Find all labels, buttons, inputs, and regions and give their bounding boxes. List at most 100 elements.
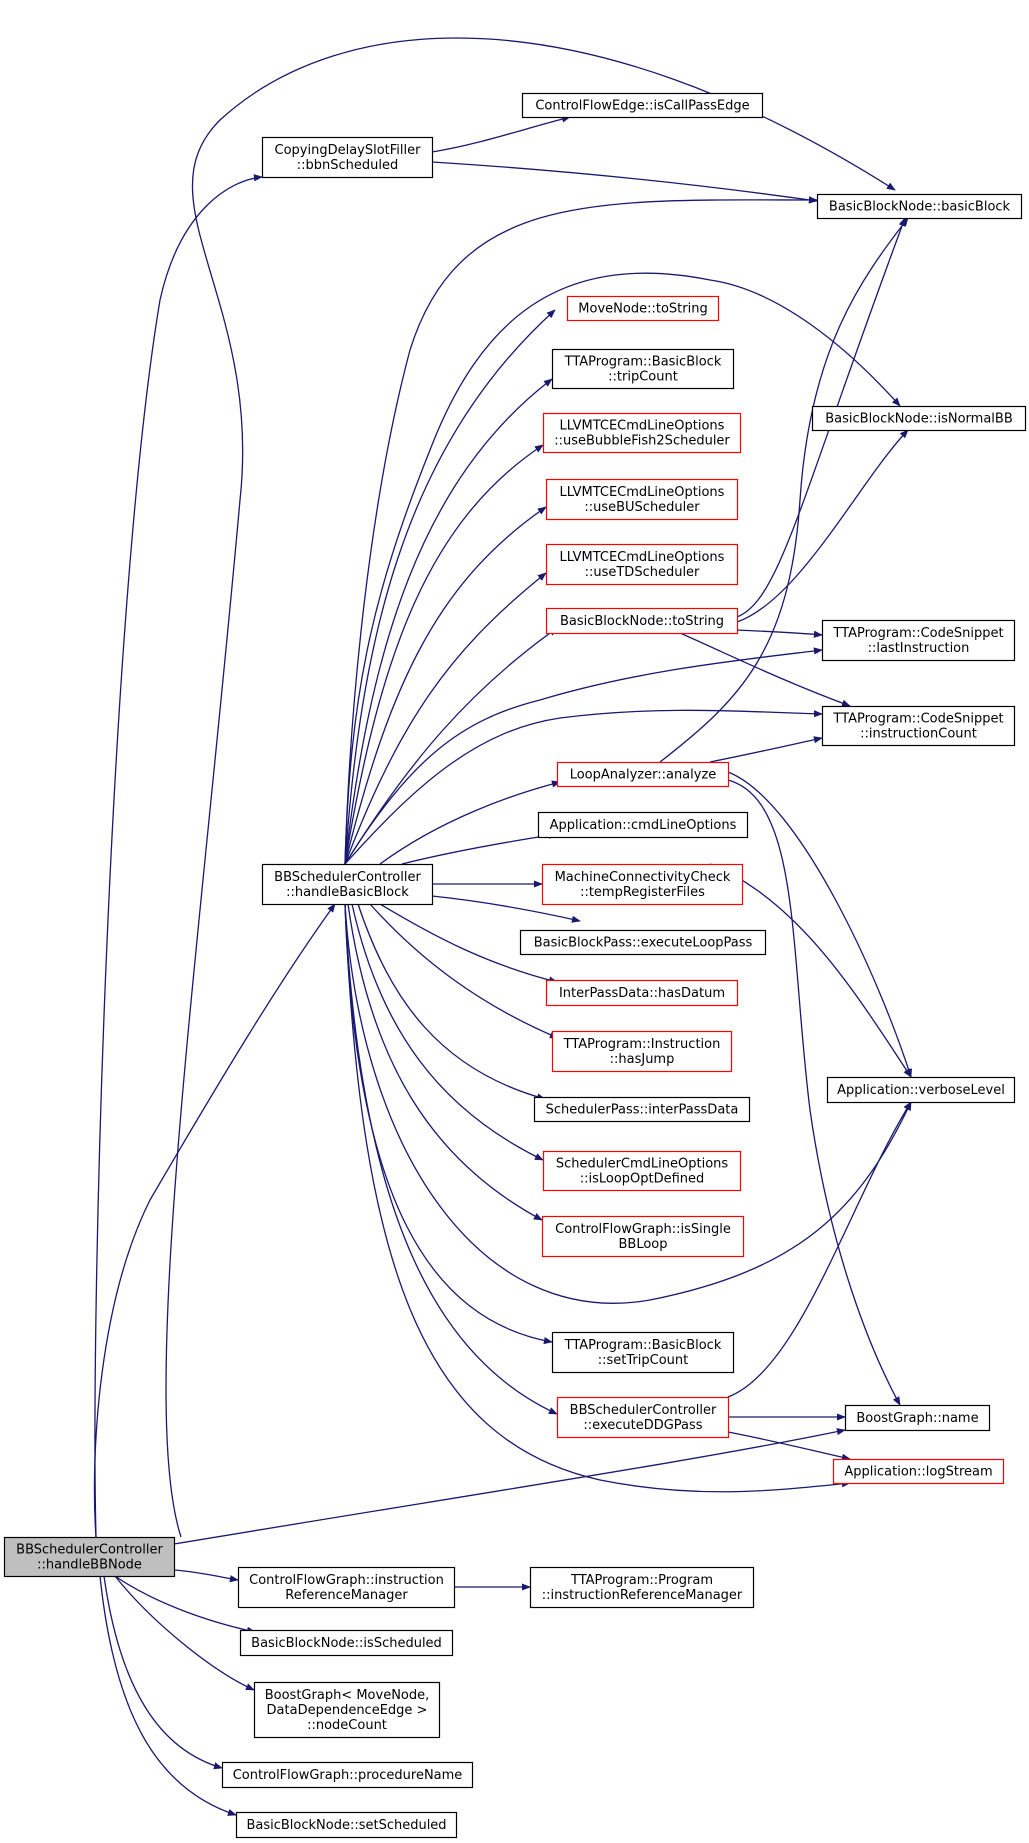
node-root[interactable]: BBSchedulerController::handleBBNode: [3, 1536, 176, 1578]
node-mn-tostring[interactable]: MoveNode::toString: [566, 295, 720, 322]
call-edge: [369, 903, 559, 1039]
node-app-logstream[interactable]: Application::logStream: [832, 1458, 1005, 1485]
node-tta-bb-tripcount[interactable]: TTAProgram::BasicBlock::tripCount: [551, 348, 735, 390]
call-edge: [114, 1575, 255, 1691]
node-app-verbose[interactable]: Application::verboseLevel: [826, 1076, 1016, 1104]
node-label: ::useBUScheduler: [584, 500, 700, 515]
node-ipd-hasdatum[interactable]: InterPassData::hasDatum: [545, 979, 739, 1007]
call-edge: [379, 903, 558, 984]
node-box: [541, 1215, 745, 1258]
node-label: ControlFlowGraph::procedureName: [233, 1768, 463, 1783]
node-llvm-bubble[interactable]: LLVMTCECmdLineOptions::useBubbleFish2Sch…: [542, 412, 742, 454]
node-label: Application::cmdLineOptions: [550, 818, 737, 833]
node-box: [3, 1536, 176, 1578]
call-edge: [727, 771, 912, 1078]
edges: [93, 37, 912, 1816]
node-label: BasicBlockNode::toString: [560, 614, 724, 629]
call-edge: [173, 1428, 846, 1545]
node-label: BasicBlockNode::isScheduled: [251, 1636, 442, 1651]
call-edge: [736, 429, 909, 623]
node-mcc-temp[interactable]: MachineConnectivityCheck::tempRegisterFi…: [541, 863, 744, 906]
node-cs-instrcount[interactable]: TTAProgram::CodeSnippet::instructionCoun…: [821, 705, 1016, 747]
call-edge: [431, 115, 571, 153]
call-edge: [344, 903, 912, 1304]
node-box: [821, 619, 1016, 662]
node-label: BoostGraph::name: [856, 1411, 978, 1426]
call-edge: [727, 779, 901, 1406]
node-label: ::tempRegisterFiles: [580, 885, 705, 900]
call-edge: [94, 174, 263, 1538]
call-edge: [347, 903, 543, 1221]
node-label: SchedulerPass::interPassData: [546, 1103, 739, 1118]
node-bbsc-handlebb[interactable]: BBSchedulerController::handleBasicBlock: [261, 863, 434, 906]
node-label: TTAProgram::Instruction: [563, 1037, 721, 1052]
node-label: TTAProgram::CodeSnippet: [832, 626, 1003, 641]
node-label: TTAProgram::BasicBlock: [564, 355, 722, 370]
node-label: ::isLoopOptDefined: [580, 1172, 705, 1187]
node-box: [253, 1681, 441, 1739]
node-label: TTAProgram::CodeSnippet: [832, 712, 1003, 727]
call-edge: [99, 1575, 237, 1816]
node-box: [521, 92, 764, 119]
node-label: ::tripCount: [608, 370, 678, 385]
call-edge: [344, 444, 544, 865]
node-box: [542, 1150, 742, 1192]
node-bbp-execloop[interactable]: BasicBlockPass::executeLoopPass: [519, 929, 767, 956]
node-app-cmdline[interactable]: Application::cmdLineOptions: [537, 811, 749, 839]
node-copying[interactable]: CopyingDelaySlotFiller::bbnScheduled: [261, 136, 434, 179]
call-edge: [344, 627, 558, 865]
node-sp-interpass[interactable]: SchedulerPass::interPassData: [533, 1096, 751, 1123]
node-label: ControlFlowGraph::instruction: [249, 1573, 444, 1588]
node-box: [537, 811, 749, 839]
node-label: ::handleBBNode: [37, 1558, 142, 1573]
call-edge: [736, 629, 823, 638]
node-bg-nodecount[interactable]: BoostGraph< MoveNode,DataDependenceEdge …: [253, 1681, 441, 1739]
node-scl-isloopopt[interactable]: SchedulerCmdLineOptions::isLoopOptDefine…: [542, 1150, 742, 1192]
node-bbn-setscheduled[interactable]: BasicBlockNode::setScheduled: [235, 1811, 458, 1839]
node-box: [821, 705, 1016, 747]
node-label: BasicBlockNode::basicBlock: [829, 200, 1011, 215]
node-label: LoopAnalyzer::analyze: [570, 768, 717, 783]
node-box: [545, 607, 739, 635]
node-label: TTAProgram::Program: [570, 1573, 713, 1588]
call-edge: [93, 903, 336, 1538]
node-label: LLVMTCECmdLineOptions: [560, 485, 725, 500]
call-edge: [344, 272, 901, 865]
node-bbsc-execddg[interactable]: BBSchedulerController::executeDDGPass: [556, 1396, 730, 1439]
call-edge: [344, 903, 553, 1345]
node-label: LLVMTCECmdLineOptions: [560, 419, 725, 434]
node-box: [545, 543, 739, 586]
node-label: Application::logStream: [844, 1465, 992, 1480]
node-llvm-td[interactable]: LLVMTCECmdLineOptions::useTDScheduler: [545, 543, 739, 586]
node-label: ControlFlowEdge::isCallPassEdge: [535, 99, 749, 114]
node-label: ::executeDDGPass: [583, 1418, 702, 1433]
node-cfe-iscallpass[interactable]: ControlFlowEdge::isCallPassEdge: [521, 92, 764, 119]
node-box: [237, 1566, 456, 1609]
node-loop-analyze[interactable]: LoopAnalyzer::analyze: [556, 761, 730, 788]
node-cfg-procname[interactable]: ControlFlowGraph::procedureName: [221, 1761, 474, 1789]
node-bg-name[interactable]: BoostGraph::name: [844, 1404, 991, 1432]
node-tta-instr-hasjump[interactable]: TTAProgram::Instruction::hasJump: [551, 1030, 733, 1073]
node-cfg-irm[interactable]: ControlFlowGraph::instructionReferenceMa…: [237, 1566, 456, 1609]
node-tta-bb-settrip[interactable]: TTAProgram::BasicBlock::setTripCount: [551, 1331, 735, 1374]
node-label: BBSchedulerController: [16, 1543, 163, 1558]
node-label: BBSchedulerController: [570, 1403, 717, 1418]
node-llvm-bu[interactable]: LLVMTCECmdLineOptions::useBUScheduler: [545, 478, 739, 521]
call-edge: [165, 37, 896, 1538]
call-edge: [114, 1575, 256, 1634]
node-label: MoveNode::toString: [578, 302, 707, 317]
node-box: [529, 1566, 755, 1609]
node-label: ::hasJump: [610, 1052, 675, 1067]
node-bbn-tostring[interactable]: BasicBlockNode::toString: [545, 607, 739, 635]
node-bbn-basicblock[interactable]: BasicBlockNode::basicBlock: [816, 193, 1023, 220]
node-cs-lastinstr[interactable]: TTAProgram::CodeSnippet::lastInstruction: [821, 619, 1016, 662]
call-edge: [431, 895, 581, 923]
node-bbn-isscheduled[interactable]: BasicBlockNode::isScheduled: [239, 1629, 454, 1657]
node-bbn-isnormalbb[interactable]: BasicBlockNode::isNormalBB: [811, 405, 1027, 432]
node-tta-prog-irm[interactable]: TTAProgram::Program::instructionReferenc…: [529, 1566, 755, 1609]
node-box: [832, 1458, 1005, 1485]
node-box: [261, 136, 434, 179]
node-label: MachineConnectivityCheck: [555, 870, 731, 885]
